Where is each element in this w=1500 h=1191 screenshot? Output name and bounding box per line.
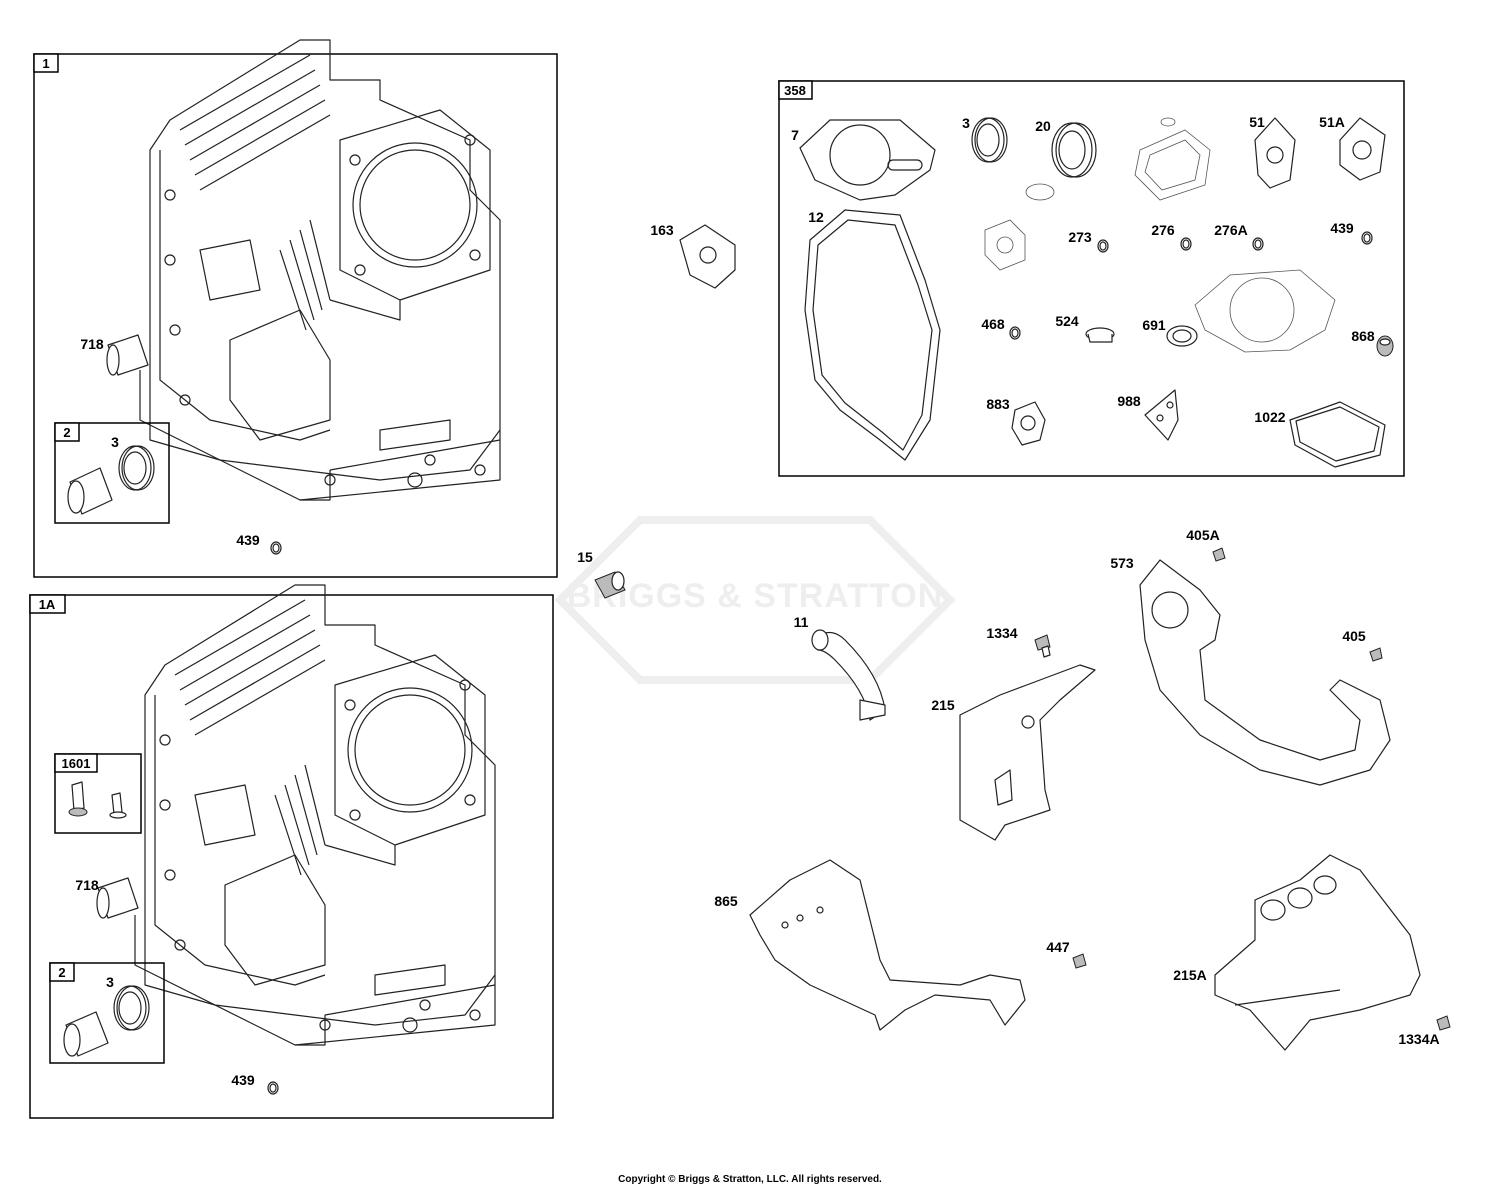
part-label-405a[interactable]: 405A <box>1186 527 1219 543</box>
watermark: BRIGGS & STRATTON <box>554 516 956 684</box>
part-label-1022[interactable]: 1022 <box>1254 409 1285 425</box>
ring-276-drawing[interactable] <box>1180 237 1192 251</box>
part-label-439[interactable]: 439 <box>231 1072 255 1088</box>
ring-276a-drawing[interactable] <box>1252 237 1264 251</box>
ring-468-drawing[interactable] <box>1009 326 1021 340</box>
washer-drawing[interactable] <box>1025 183 1055 201</box>
box-1a-crankcase[interactable]: 1A 1601 718 2 3 439 <box>29 584 554 1119</box>
seal-3-drawing[interactable] <box>113 985 150 1031</box>
part-label-447[interactable]: 447 <box>1046 939 1070 955</box>
shroud-215a-drawing[interactable] <box>1214 854 1421 1051</box>
head-gasket-7-drawing[interactable] <box>799 119 936 201</box>
part-label-883[interactable]: 883 <box>986 396 1010 412</box>
seal-20-drawing[interactable] <box>1051 122 1097 178</box>
bushing-718-drawing[interactable] <box>96 877 139 919</box>
part-label-988[interactable]: 988 <box>1117 393 1141 409</box>
bolt-405-drawing[interactable] <box>1369 647 1383 662</box>
part-label-3[interactable]: 3 <box>962 115 970 131</box>
bolt-447-drawing[interactable] <box>1072 953 1087 969</box>
part-label-718[interactable]: 718 <box>75 877 99 893</box>
box-1601-tag: 1601 <box>62 756 91 771</box>
copyright-text: Copyright © Briggs & Stratton, LLC. All … <box>618 1174 882 1185</box>
seal-3-drawing[interactable] <box>971 117 1008 163</box>
part-label-7[interactable]: 7 <box>791 127 799 143</box>
crankcase-gasket-12-drawing[interactable] <box>804 209 941 461</box>
part-label-439[interactable]: 439 <box>1330 220 1354 236</box>
part-label-691[interactable]: 691 <box>1142 317 1166 333</box>
part-label-468[interactable]: 468 <box>981 316 1005 332</box>
bushing-718-drawing[interactable] <box>106 334 149 376</box>
part-label-3[interactable]: 3 <box>106 974 114 990</box>
part-label-163[interactable]: 163 <box>650 222 674 238</box>
gasket-988-drawing[interactable] <box>1144 389 1179 441</box>
part-label-718[interactable]: 718 <box>80 336 104 352</box>
gasket-163-drawing[interactable] <box>679 224 736 289</box>
gasket-1022-drawing[interactable] <box>1289 401 1386 468</box>
part-label-1334[interactable]: 1334 <box>986 625 1017 641</box>
part-label-215a[interactable]: 215A <box>1173 967 1206 983</box>
ring-273-drawing[interactable] <box>1097 239 1109 253</box>
part-label-51[interactable]: 51 <box>1249 114 1265 130</box>
part-label-11[interactable]: 11 <box>794 614 809 630</box>
part-label-15[interactable]: 15 <box>577 549 593 565</box>
box-1-tag: 1 <box>42 56 49 71</box>
bolt-1334a-drawing[interactable] <box>1436 1015 1451 1031</box>
seal-691-drawing[interactable] <box>1166 325 1198 347</box>
intake-gasket-drawing[interactable] <box>1134 117 1211 201</box>
part-label-276a[interactable]: 276A <box>1214 222 1247 238</box>
seal-3-drawing[interactable] <box>118 445 155 491</box>
box-1-crankcase[interactable]: 1 718 2 3 439 <box>33 39 558 578</box>
part-label-51a[interactable]: 51A <box>1319 114 1345 130</box>
part-label-573[interactable]: 573 <box>1110 555 1134 571</box>
bracket-573-drawing[interactable] <box>1139 559 1391 786</box>
bolt-1334-drawing[interactable] <box>1034 634 1051 658</box>
box-358-tag: 358 <box>784 83 806 98</box>
plug-524-drawing[interactable] <box>1085 327 1115 343</box>
bolt-kit-1601-drawing[interactable] <box>68 781 127 819</box>
part-label-276[interactable]: 276 <box>1151 222 1175 238</box>
part-label-215[interactable]: 215 <box>931 697 955 713</box>
part-label-868[interactable]: 868 <box>1351 328 1375 344</box>
part-label-273[interactable]: 273 <box>1068 229 1092 245</box>
part-label-439[interactable]: 439 <box>236 532 260 548</box>
part-label-20[interactable]: 20 <box>1035 118 1051 134</box>
part-label-12[interactable]: 12 <box>808 209 824 225</box>
crankcase-drawing[interactable] <box>134 584 496 1046</box>
valve-seal-868-drawing[interactable] <box>1376 335 1394 357</box>
gasket-51a-drawing[interactable] <box>1339 117 1386 181</box>
watermark-text: BRIGGS & STRATTON <box>567 577 944 615</box>
box-2-tag: 2 <box>58 965 65 980</box>
crankcase-drawing[interactable] <box>139 39 501 501</box>
breather-tube-11-drawing[interactable] <box>811 629 886 721</box>
gasket-883-drawing[interactable] <box>1011 401 1046 446</box>
ring-439-drawing[interactable] <box>270 541 282 555</box>
part-label-405[interactable]: 405 <box>1342 628 1366 644</box>
ring-439-drawing[interactable] <box>267 1081 279 1095</box>
shroud-215-drawing[interactable] <box>959 664 1096 841</box>
bolt-405a-drawing[interactable] <box>1212 547 1226 562</box>
gasket-drawing[interactable] <box>984 219 1026 271</box>
ring-439-drawing[interactable] <box>1361 231 1373 245</box>
part-label-1334a[interactable]: 1334A <box>1398 1031 1439 1047</box>
head-gasket-drawing[interactable] <box>1194 269 1336 353</box>
gasket-51-drawing[interactable] <box>1254 117 1296 189</box>
bracket-865-drawing[interactable] <box>749 859 1026 1031</box>
screen-15-drawing[interactable] <box>594 571 626 599</box>
box-2-tag: 2 <box>63 425 70 440</box>
box-358-gasket-set[interactable]: 358 7 3 20 51 51A <box>778 80 1405 477</box>
part-label-3[interactable]: 3 <box>111 434 119 450</box>
part-label-865[interactable]: 865 <box>714 893 738 909</box>
box-1a-tag: 1A <box>39 597 56 612</box>
part-label-524[interactable]: 524 <box>1055 313 1079 329</box>
